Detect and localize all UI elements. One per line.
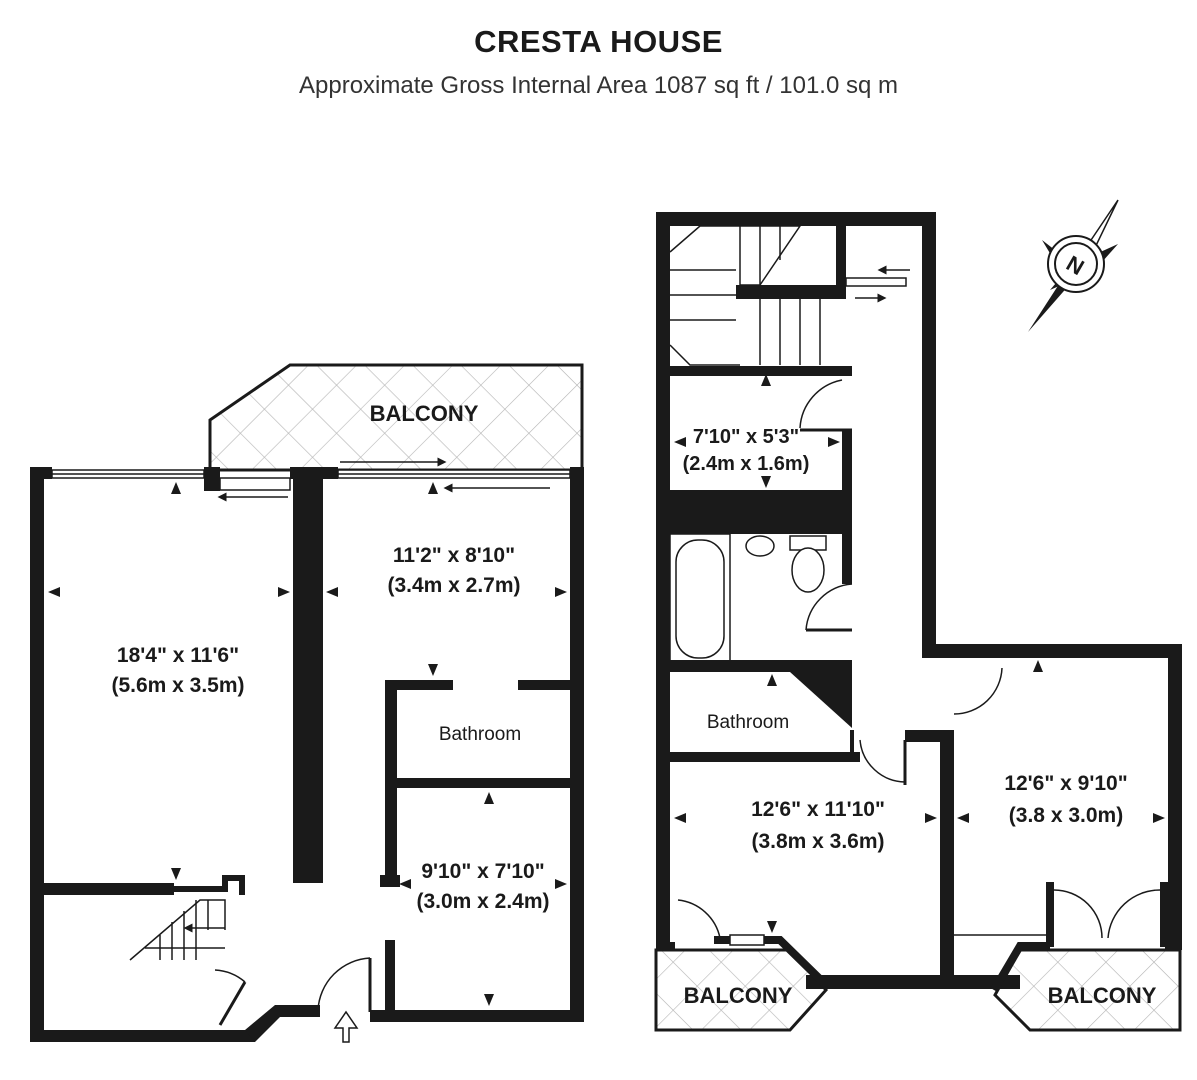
right-balcony-left-label: BALCONY bbox=[684, 983, 793, 1008]
bedroom1-dimensions-metric: (3.8m x 3.6m) bbox=[751, 830, 884, 853]
page-title: CRESTA HOUSE bbox=[474, 24, 723, 59]
area-subtitle: Approximate Gross Internal Area 1087 sq … bbox=[299, 72, 898, 99]
kitchen-dimensions-imperial: 9'10" x 7'10" bbox=[421, 860, 544, 883]
bedroom-dimensions-metric: (3.4m x 2.7m) bbox=[387, 574, 520, 597]
reception-dimensions-imperial: 18'4" x 11'6" bbox=[117, 644, 239, 667]
bedroom-dimensions-imperial: 11'2" x 8'10" bbox=[393, 544, 515, 567]
right-balcony-left-area bbox=[654, 948, 829, 1032]
right-floor-plan: 7'10" x 5'3" (2.4m x 1.6m) Bathroom 12'6… bbox=[654, 212, 1182, 1032]
study-dimensions-metric: (2.4m x 1.6m) bbox=[683, 453, 810, 475]
kitchen-dimensions-metric: (3.0m x 2.4m) bbox=[416, 890, 549, 913]
bedroom2-dimensions-metric: (3.8 x 3.0m) bbox=[1009, 804, 1123, 827]
bedroom2-dimensions-imperial: 12'6" x 9'10" bbox=[1004, 772, 1127, 795]
compass-rose-icon: N bbox=[1028, 199, 1119, 332]
right-bathroom-label: Bathroom bbox=[707, 712, 789, 733]
study-dimensions-imperial: 7'10" x 5'3" bbox=[693, 426, 799, 448]
left-bathroom-label: Bathroom bbox=[439, 724, 521, 745]
left-balcony-label: BALCONY bbox=[370, 401, 479, 426]
reception-dimensions-metric: (5.6m x 3.5m) bbox=[111, 674, 244, 697]
right-balcony-right-label: BALCONY bbox=[1048, 983, 1157, 1008]
left-floor-plan: BALCONY 18'4" x 11'6" (5.6m x 3.5m) 11'2… bbox=[30, 363, 584, 1043]
bedroom1-dimensions-imperial: 12'6" x 11'10" bbox=[751, 798, 885, 821]
left-balcony-area bbox=[208, 363, 584, 472]
